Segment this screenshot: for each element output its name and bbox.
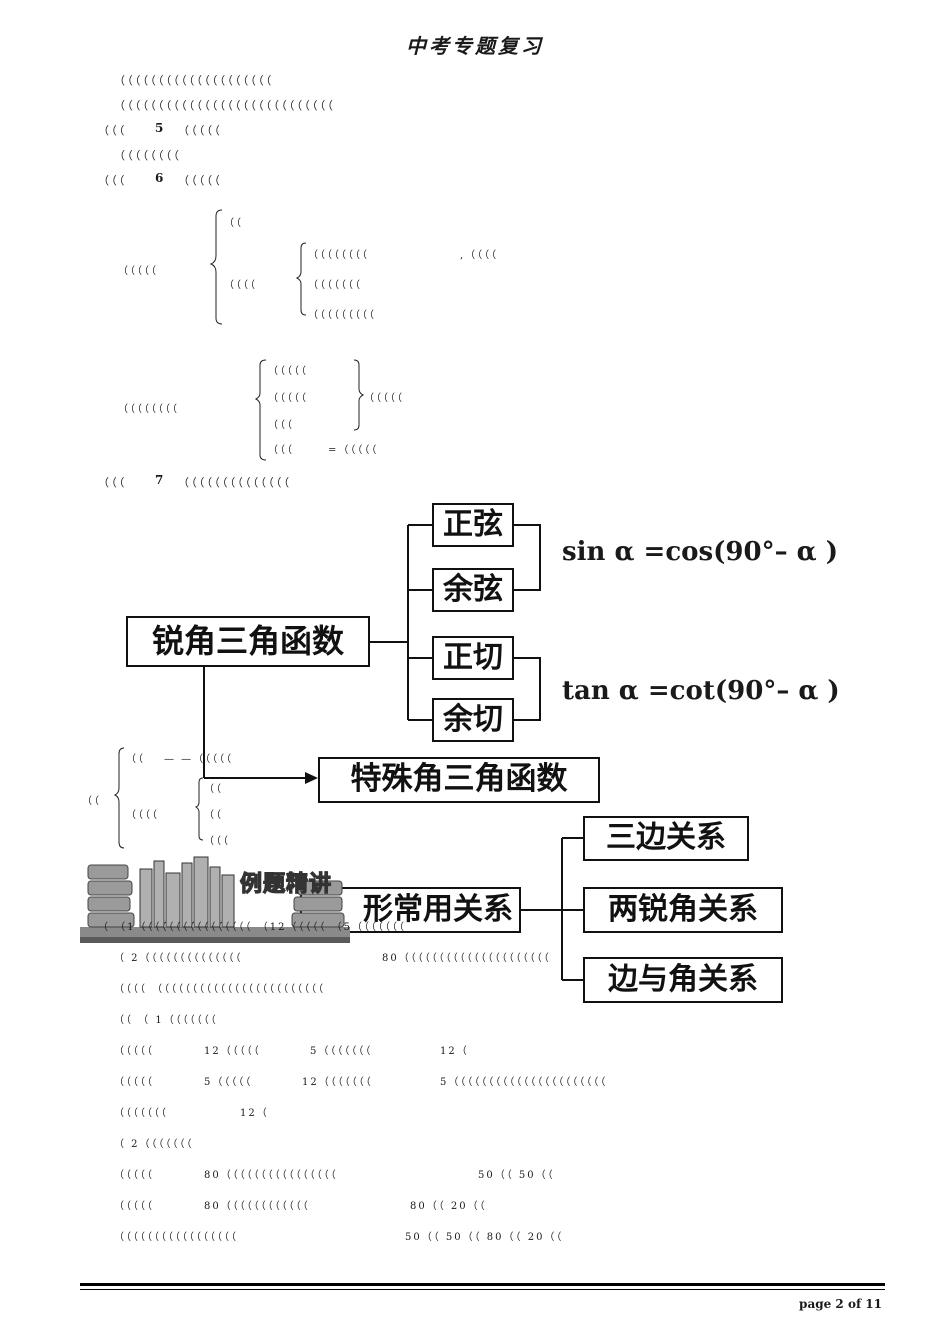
example-2-line-a: （ 2（（（（（（（（（（（（（（	[114, 953, 243, 964]
tree1-item-b2: （（（（（（（	[308, 280, 362, 291]
s1c-label: （（（（（（（	[114, 1108, 168, 1119]
s1c-n: 12（	[240, 1108, 269, 1119]
s1b-label: （（（（（	[114, 1077, 154, 1088]
side-root: （（	[82, 796, 101, 807]
tree1-root: （（（（（	[118, 266, 158, 277]
s1a-n2: 5（（（（（（（	[310, 1046, 373, 1057]
kp5-title: （（（（（	[178, 124, 222, 137]
s2b-n2: 80（（ 20（（	[410, 1201, 487, 1212]
tree2-item-2: （（（（（	[268, 393, 308, 404]
tree1-item-b1-tail: ,（（（（	[460, 250, 499, 261]
s1a-n3: 12（	[440, 1046, 469, 1057]
box-rel-angles: 两锐角关系	[583, 887, 783, 933]
kp6-title: （（（（（	[178, 174, 222, 187]
page-title: 中考专题复习	[406, 34, 544, 58]
box-cot: 余切	[432, 698, 514, 742]
s1a-label: （（（（（	[114, 1046, 154, 1057]
box-cos: 余弦	[432, 568, 514, 612]
tree2-brace-label: （（（（（	[364, 393, 404, 404]
kp5-body: （（（（（（（（	[114, 149, 182, 162]
tree1-item-b: （（（（	[224, 280, 257, 291]
side-item-a-tail: — —（（（（（	[164, 754, 234, 765]
box-rel-sides: 三边关系	[583, 816, 749, 861]
diagram-connectors	[113, 524, 583, 981]
s2a-n2: 50（（ 50（（	[478, 1170, 555, 1181]
kp7-label: （（（	[98, 476, 127, 489]
box-sin: 正弦	[432, 503, 514, 547]
side-item-b: （（（（	[126, 810, 159, 821]
s2a-n1: 80（（（（（（（（（（（（（（（（	[204, 1170, 338, 1181]
formula-tan-cot: tan α =cot(90°– α )	[562, 676, 840, 706]
kp6-label: （（（	[98, 174, 127, 187]
s1b-n3: 5（（（（（（（（（（（（（（（（（（（（（（	[440, 1077, 608, 1088]
s1a-n1: 12（（（（（	[204, 1046, 261, 1057]
formula-sin-cos: sin α =cos(90°– α )	[562, 537, 839, 567]
tree1-item-b3: （（（（（（（（（	[308, 310, 376, 321]
tree1-item-b1: （（（（（（（（	[308, 250, 369, 261]
box-rel-side-angle: 边与角关系	[583, 957, 783, 1003]
s2b-n1: 80（（（（（（（（（（（（	[204, 1201, 310, 1212]
kp6-braces	[209, 209, 365, 461]
intro-line-1: （（（（（（（（（（（（（（（（（（（（	[114, 74, 274, 87]
books-banner-icon	[80, 856, 350, 943]
tree2-item-4: （（（	[268, 445, 294, 456]
kp7-title: （（（（（（（（（（（（（（	[178, 476, 292, 489]
tree2-item-3: （（（	[268, 420, 294, 431]
box-special-angles: 特殊角三角函数	[318, 757, 600, 803]
box-main: 锐角三角函数	[126, 616, 370, 667]
s1b-n1: 5（（（（（	[204, 1077, 253, 1088]
s2c-n: 50（（ 50（（ 80（（ 20（（	[405, 1232, 564, 1243]
box-tan: 正切	[432, 636, 514, 680]
solution-1-title: （（ （ 1（（（（（（（	[114, 1015, 218, 1026]
tree2-root: （（（（（（（（	[118, 404, 179, 415]
footer-rule-thick	[80, 1283, 885, 1286]
page-number: page 2 of 11	[799, 1297, 882, 1311]
side-item-b1: （（	[204, 784, 223, 795]
example-1-line: （ （1（（（（（（（（（（（（（（（（ （12（（（（（ （5（（（（（（（	[98, 922, 406, 933]
s2a-label: （（（（（	[114, 1170, 154, 1181]
kp6-number: 6	[155, 171, 164, 185]
s2b-label: （（（（（	[114, 1201, 154, 1212]
intro-line-2: （（（（（（（（（（（（（（（（（（（（（（（（（（（（	[114, 99, 336, 112]
solution-2-title: （ 2（（（（（（（	[114, 1139, 194, 1150]
kp5-label: （（（	[98, 124, 127, 137]
side-item-b2: （（	[204, 810, 223, 821]
banner-title: 例题精讲	[239, 871, 333, 897]
tree1-item-a: （（	[224, 218, 243, 229]
footer-rule-thin	[80, 1289, 885, 1290]
tree2-item-1: （（（（（	[268, 366, 308, 377]
side-item-b3: （（（	[204, 836, 230, 847]
kp7-number: 7	[155, 473, 164, 487]
s1b-n2: 12（（（（（（（	[302, 1077, 373, 1088]
tree2-item-4-tail: =（（（（（	[328, 445, 379, 456]
answer-line: （（（（ （（（（（（（（（（（（（（（（（（（（（（（（	[114, 984, 326, 995]
s2c-label: （（（（（（（（（（（（（（（（（	[114, 1232, 238, 1243]
side-item-a: （（	[126, 754, 145, 765]
example-2-line-b: 80（（（（（（（（（（（（（（（（（（（（（	[382, 953, 551, 964]
kp5-number: 5	[155, 121, 164, 135]
